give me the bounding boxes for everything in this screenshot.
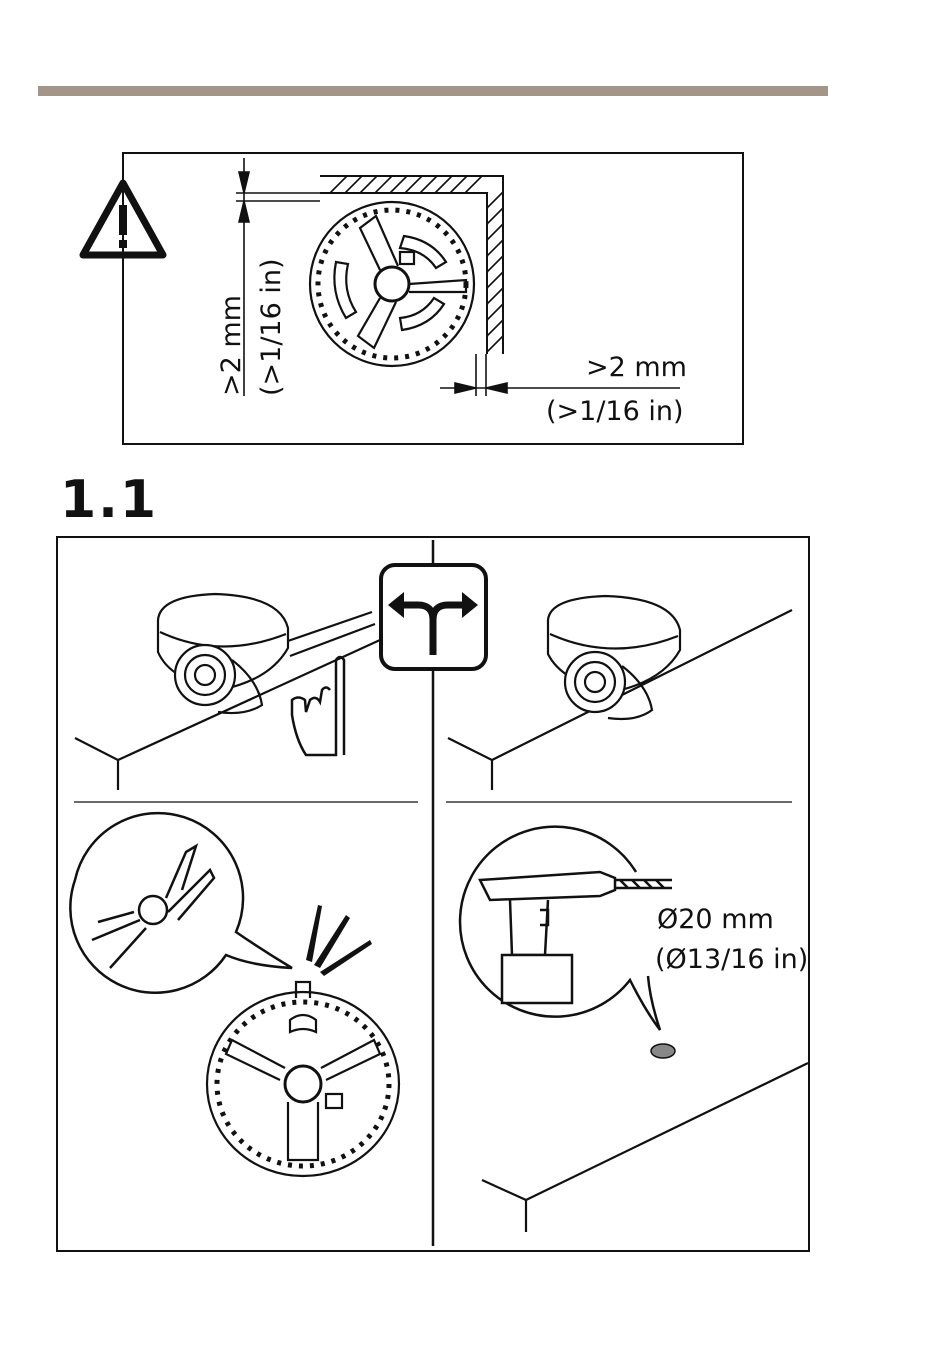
drill-hole (651, 1044, 675, 1058)
snap-strokes (306, 905, 372, 976)
drill-diameter-in: (Ø13/16 in) (655, 946, 808, 973)
drill-icon (460, 827, 672, 1030)
pliers-icon (70, 813, 292, 993)
bracket-bottom (207, 982, 399, 1176)
hand-pointing-icon (292, 657, 344, 755)
mounting-surface (482, 1063, 808, 1232)
camera-without-cable (448, 596, 792, 790)
drill-diameter-mm: Ø20 mm (657, 906, 774, 933)
split-arrows-icon (381, 565, 486, 669)
camera-with-cable (75, 594, 380, 790)
